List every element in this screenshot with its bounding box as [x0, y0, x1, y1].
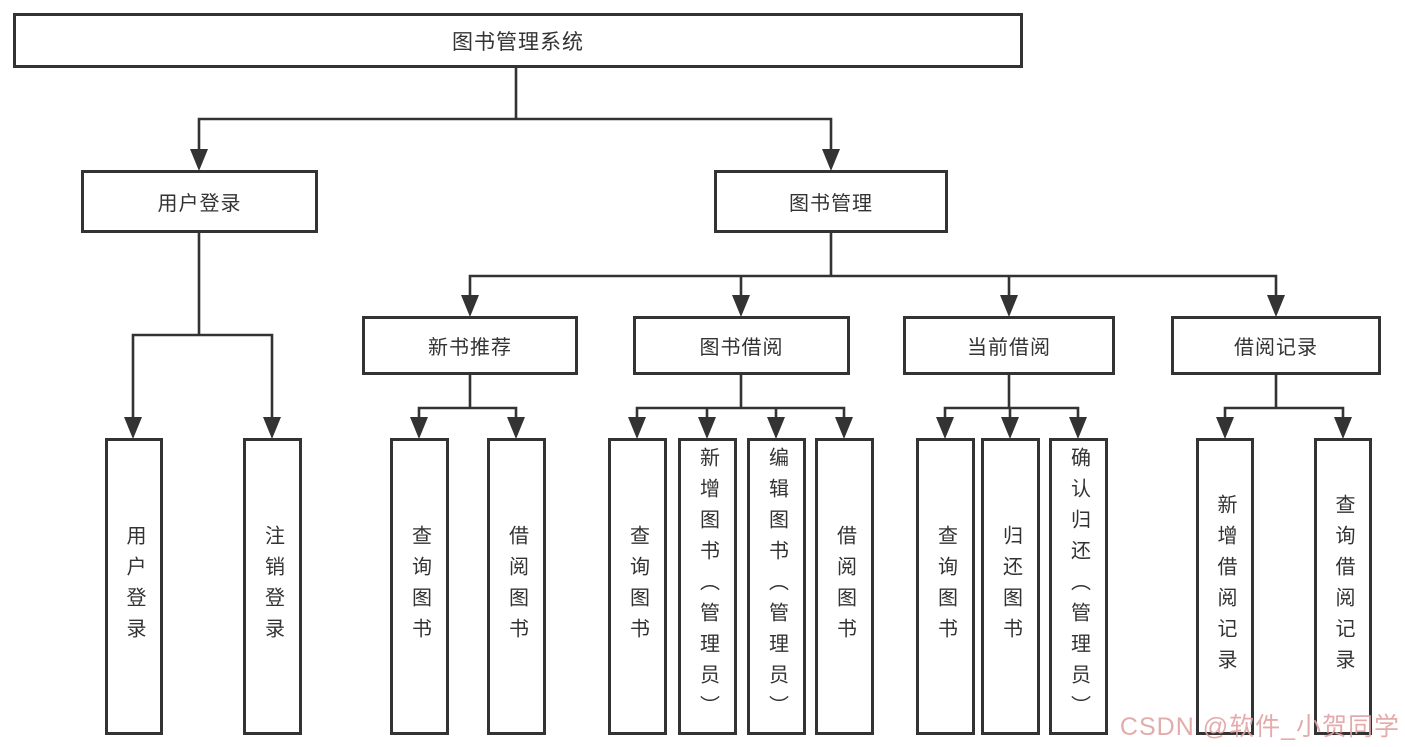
node-book-management: 图书管理 — [714, 170, 948, 233]
node-new-book-recommend: 新书推荐 — [362, 316, 578, 375]
leaf-query-books-current: 查询图书 — [916, 438, 975, 735]
leaf-borrow-books-borrow: 借阅图书 — [815, 438, 874, 735]
leaf-add-borrow-record: 新增借阅记录 — [1196, 438, 1254, 735]
connector-book-management-to-level3 — [468, 231, 1278, 299]
watermark: CSDN @软件_小贺同学 — [1119, 713, 1400, 741]
arrowheads — [124, 149, 1352, 439]
leaf-confirm-return-admin: 确认归还（管理员） — [1049, 438, 1108, 735]
node-borrow-records: 借阅记录 — [1171, 316, 1381, 375]
leaf-return-book: 归还图书 — [981, 438, 1040, 735]
leaf-add-book-admin: 新增图书（管理员） — [678, 438, 737, 735]
connector-new-book-recommend-to-children — [417, 373, 518, 421]
connector-root-to-level2 — [197, 66, 833, 153]
leaf-query-books-borrow: 查询图书 — [608, 438, 667, 735]
node-book-borrow: 图书借阅 — [633, 316, 850, 375]
leaf-query-borrow-record: 查询借阅记录 — [1314, 438, 1372, 735]
node-current-borrow: 当前借阅 — [903, 316, 1115, 375]
leaf-logout: 注销登录 — [243, 438, 302, 735]
node-library-management-system: 图书管理系统 — [13, 13, 1023, 68]
leaf-edit-book-admin: 编辑图书（管理员） — [747, 438, 806, 735]
connector-user-login-to-children — [131, 231, 274, 421]
leaf-borrow-books-recommend: 借阅图书 — [487, 438, 546, 735]
leaf-query-books-recommend: 查询图书 — [390, 438, 449, 735]
connector-current-borrow-to-children — [943, 373, 1080, 421]
connector-book-borrow-to-children — [635, 373, 846, 421]
connector-borrow-records-to-children — [1223, 373, 1345, 421]
leaf-user-login: 用户登录 — [105, 438, 163, 735]
node-user-login: 用户登录 — [81, 170, 318, 233]
